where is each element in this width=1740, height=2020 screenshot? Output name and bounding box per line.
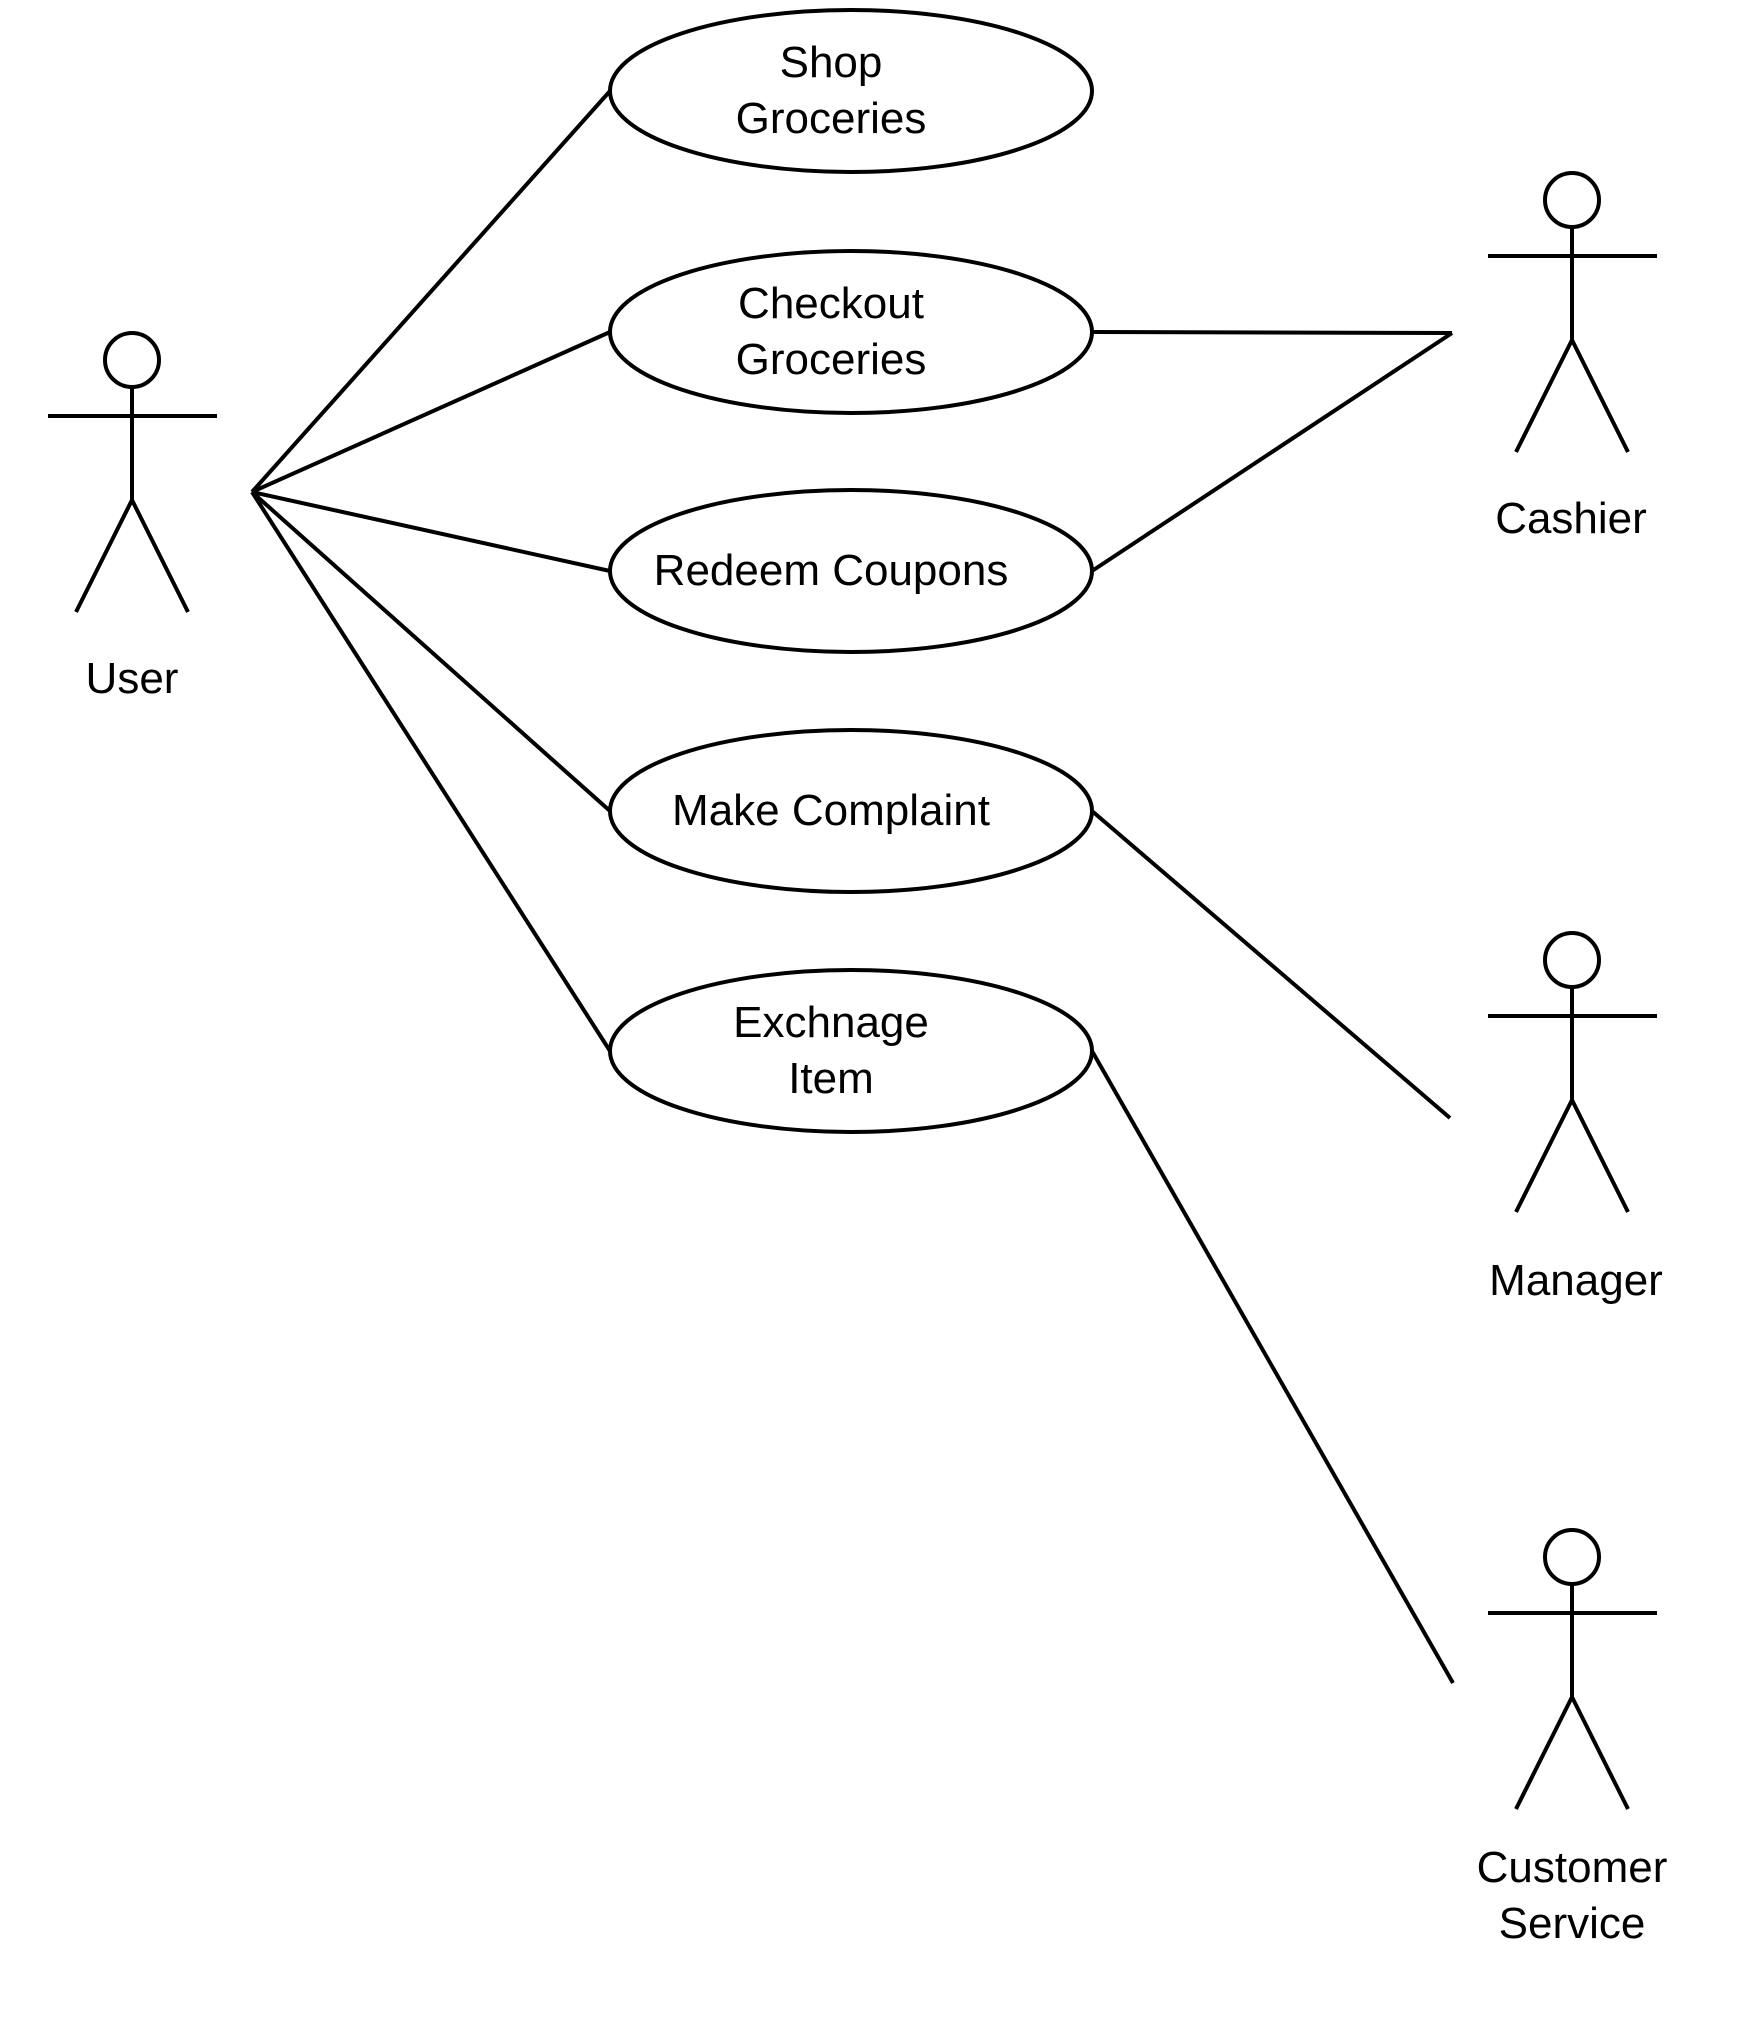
usecase-ellipse-redeem-coupons <box>608 488 1094 654</box>
actor-left-leg <box>1514 1696 1574 1810</box>
association-user-checkout-groceries <box>251 330 611 494</box>
actor-label-customer-service: Customer Service <box>1476 1843 1668 1948</box>
actor-figure-manager <box>1488 931 1657 1213</box>
actor-head <box>1543 931 1601 989</box>
usecase-label-exchange-item: Exchnage Item <box>733 998 929 1103</box>
actor-left-leg <box>74 499 134 613</box>
association-user-redeem-coupons <box>251 490 611 573</box>
association-exchange-item-customer-service <box>1090 1050 1455 1684</box>
actor-figure-user <box>48 331 217 613</box>
actor-left-leg <box>1514 339 1574 453</box>
actor-head <box>103 331 161 389</box>
association-user-shop-groceries <box>250 89 612 494</box>
actor-right-leg <box>1570 339 1630 453</box>
actor-right-leg <box>1570 1099 1630 1213</box>
actor-left-leg <box>1514 1099 1574 1213</box>
actor-figure-cashier <box>1488 171 1657 453</box>
actor-head <box>1543 171 1601 229</box>
usecase-ellipse-exchange-item <box>608 968 1094 1134</box>
actor-figure-customer-service <box>1488 1528 1657 1810</box>
actor-head <box>1543 1528 1601 1586</box>
actor-label-manager: Manager <box>1489 1256 1663 1305</box>
usecase-label-shop-groceries: Shop Groceries <box>735 38 927 143</box>
actor-right-leg <box>130 499 190 613</box>
actor-right-leg <box>1570 1696 1630 1810</box>
association-user-make-complaint <box>250 490 612 813</box>
usecase-ellipse-checkout-groceries <box>608 249 1094 415</box>
usecase-label-make-complaint: Make Complaint <box>672 786 990 835</box>
usecase-ellipse-shop-groceries <box>608 8 1094 174</box>
association-make-complaint-manager <box>1090 809 1452 1120</box>
association-user-exchange-item <box>250 490 612 1053</box>
association-redeem-coupons-cashier <box>1090 331 1454 573</box>
association-checkout-groceries-cashier <box>1091 330 1453 335</box>
actor-label-user: User <box>85 654 179 703</box>
usecase-label-checkout-groceries: Checkout Groceries <box>735 279 927 384</box>
usecase-label-redeem-coupons: Redeem Coupons <box>653 546 1009 595</box>
usecase-ellipse-make-complaint <box>608 728 1094 894</box>
actor-label-cashier: Cashier <box>1495 494 1647 543</box>
